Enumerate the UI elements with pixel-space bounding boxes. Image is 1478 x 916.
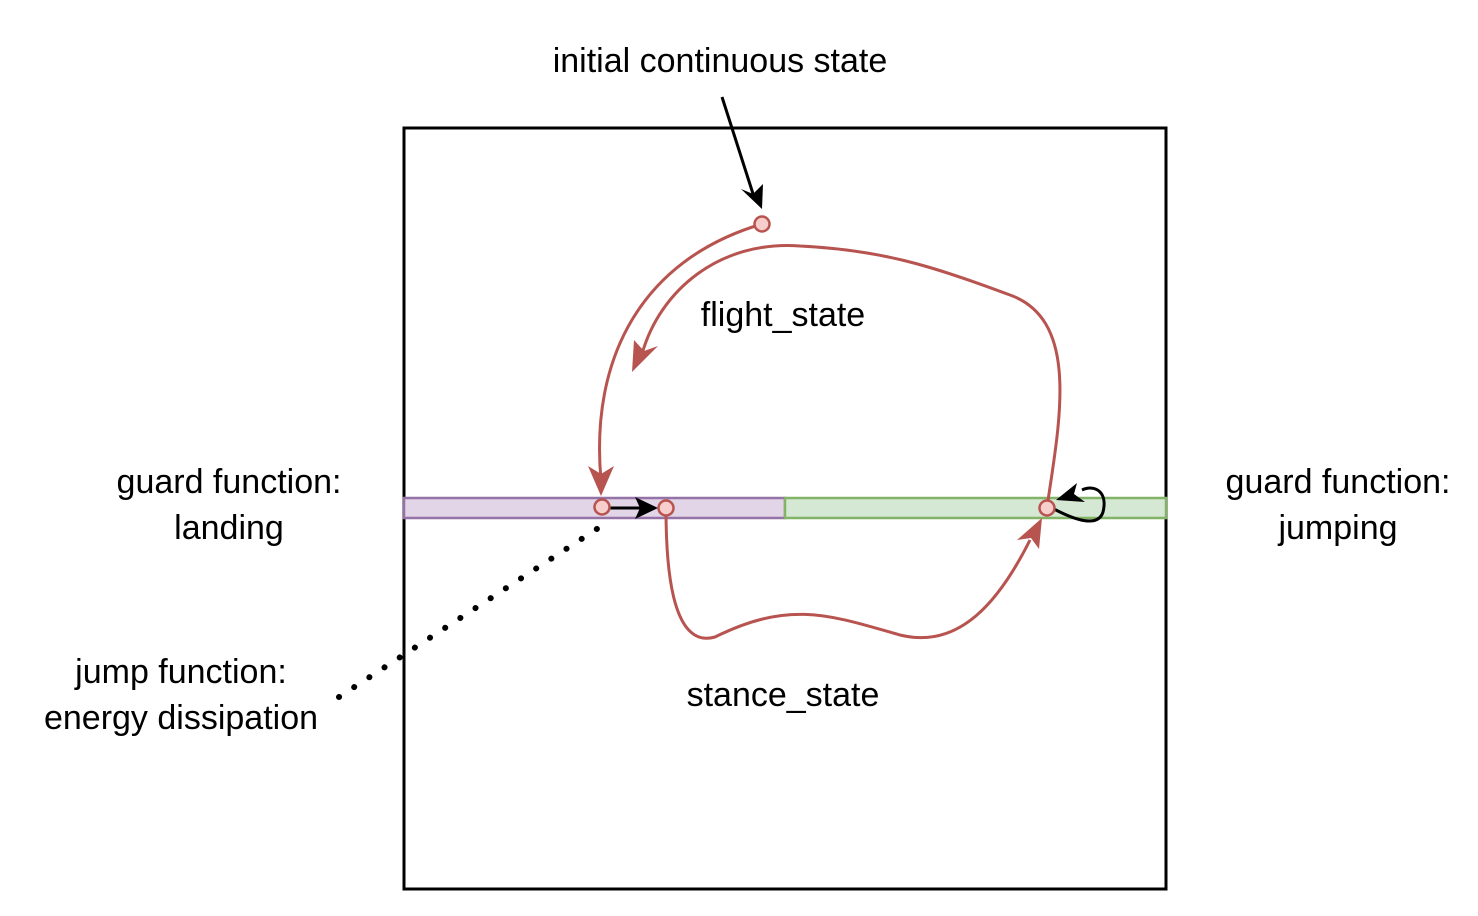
jumping-point xyxy=(1038,499,1056,517)
jumping-self-loop-arrowhead xyxy=(1056,483,1085,502)
jump-function-line1: jump function: xyxy=(75,653,287,691)
stance-state-label: stance_state xyxy=(686,676,880,714)
flight-trajectory-initial xyxy=(598,222,763,481)
guard-jumping-line2: jumping xyxy=(1278,509,1398,547)
initial-state-pointer-line xyxy=(720,96,757,201)
stance-trajectory xyxy=(664,508,1032,640)
guard-jumping-line1: guard function: xyxy=(1225,463,1451,501)
jump-map-arrowhead xyxy=(635,497,658,519)
flight-trajectory-return-arrowhead xyxy=(632,340,658,372)
jump-function-label: jump function: energy dissipation xyxy=(14,649,348,741)
landing-point xyxy=(593,498,611,516)
flight-trajectory-return xyxy=(640,244,1062,508)
post-landing-point xyxy=(657,499,675,517)
flight-trajectory-initial-arrowhead xyxy=(588,466,614,496)
stance-trajectory-arrowhead xyxy=(1017,518,1042,549)
guard-landing-label: guard function: landing xyxy=(88,459,370,551)
guard-landing-line2: landing xyxy=(174,509,284,547)
jumping-self-loop xyxy=(1053,486,1106,523)
flight-state-label: flight_state xyxy=(700,296,866,334)
initial-state-point xyxy=(753,215,771,233)
initial-state-label: initial continuous state xyxy=(552,42,888,80)
jump-function-line2: energy dissipation xyxy=(43,699,319,737)
guard-jumping-label: guard function: jumping xyxy=(1197,459,1478,551)
jumping-guard-region xyxy=(783,496,1168,520)
jump-function-pointer xyxy=(336,520,609,700)
guard-landing-line1: guard function: xyxy=(116,463,342,501)
initial-state-pointer-arrowhead xyxy=(741,184,763,209)
